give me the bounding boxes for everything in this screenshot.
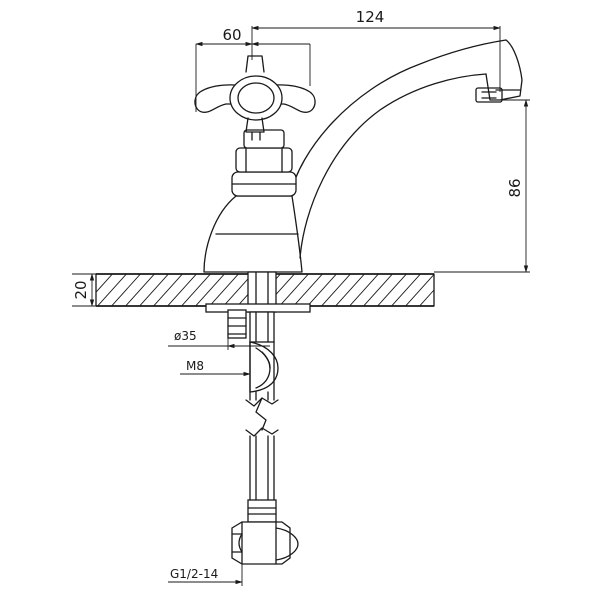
flex-hose	[245, 341, 279, 523]
hatch-line	[208, 274, 240, 306]
hatch-line	[306, 274, 338, 306]
mounting-assembly	[205, 271, 311, 393]
dim-124-label: 124	[356, 8, 385, 26]
faucet-body	[203, 39, 523, 273]
hose-end-nut	[231, 521, 299, 565]
dim-m8-label: M8	[186, 359, 204, 373]
hatch-line	[194, 274, 226, 306]
hatch-line	[96, 274, 114, 293]
dim-86-label: 86	[506, 178, 524, 197]
hatch-line	[180, 274, 212, 306]
cross-handle	[194, 55, 316, 141]
hatch-line	[376, 274, 408, 306]
dimension-diameter: ø35	[168, 312, 270, 350]
dim-g12-label: G1/2-14	[170, 567, 218, 581]
dimension-hose-thread: G1/2-14	[168, 564, 243, 586]
dimension-handle-width: 60	[195, 26, 311, 112]
hatch-line	[444, 270, 480, 310]
hatch-line	[138, 274, 170, 306]
valve-bonnet	[231, 129, 297, 197]
hatch-line	[362, 274, 394, 306]
hatch-line	[124, 274, 156, 306]
hatch-line	[292, 274, 324, 306]
hatch-line	[152, 274, 184, 306]
dim-20-label: 20	[72, 280, 90, 299]
hatch-line	[458, 270, 494, 310]
dimension-spout-reach: 124	[251, 8, 501, 92]
hatch-line	[110, 274, 142, 306]
dimension-stud-thread: M8	[180, 359, 251, 377]
hatch-line	[96, 274, 128, 306]
hatch-line	[404, 274, 434, 306]
hatch-line	[320, 274, 352, 306]
hatch-line	[166, 274, 198, 306]
dimension-deck-thickness: 20	[72, 273, 96, 307]
hatch-line	[390, 274, 422, 306]
hatch-line	[278, 274, 310, 306]
dimension-height: 86	[434, 99, 530, 273]
hatch-line	[348, 274, 380, 306]
dim-60-label: 60	[222, 26, 241, 44]
hatch-line	[418, 289, 434, 306]
hatch-line	[334, 274, 366, 306]
hatch-line	[432, 304, 434, 306]
dim-diameter-label: ø35	[174, 329, 197, 343]
